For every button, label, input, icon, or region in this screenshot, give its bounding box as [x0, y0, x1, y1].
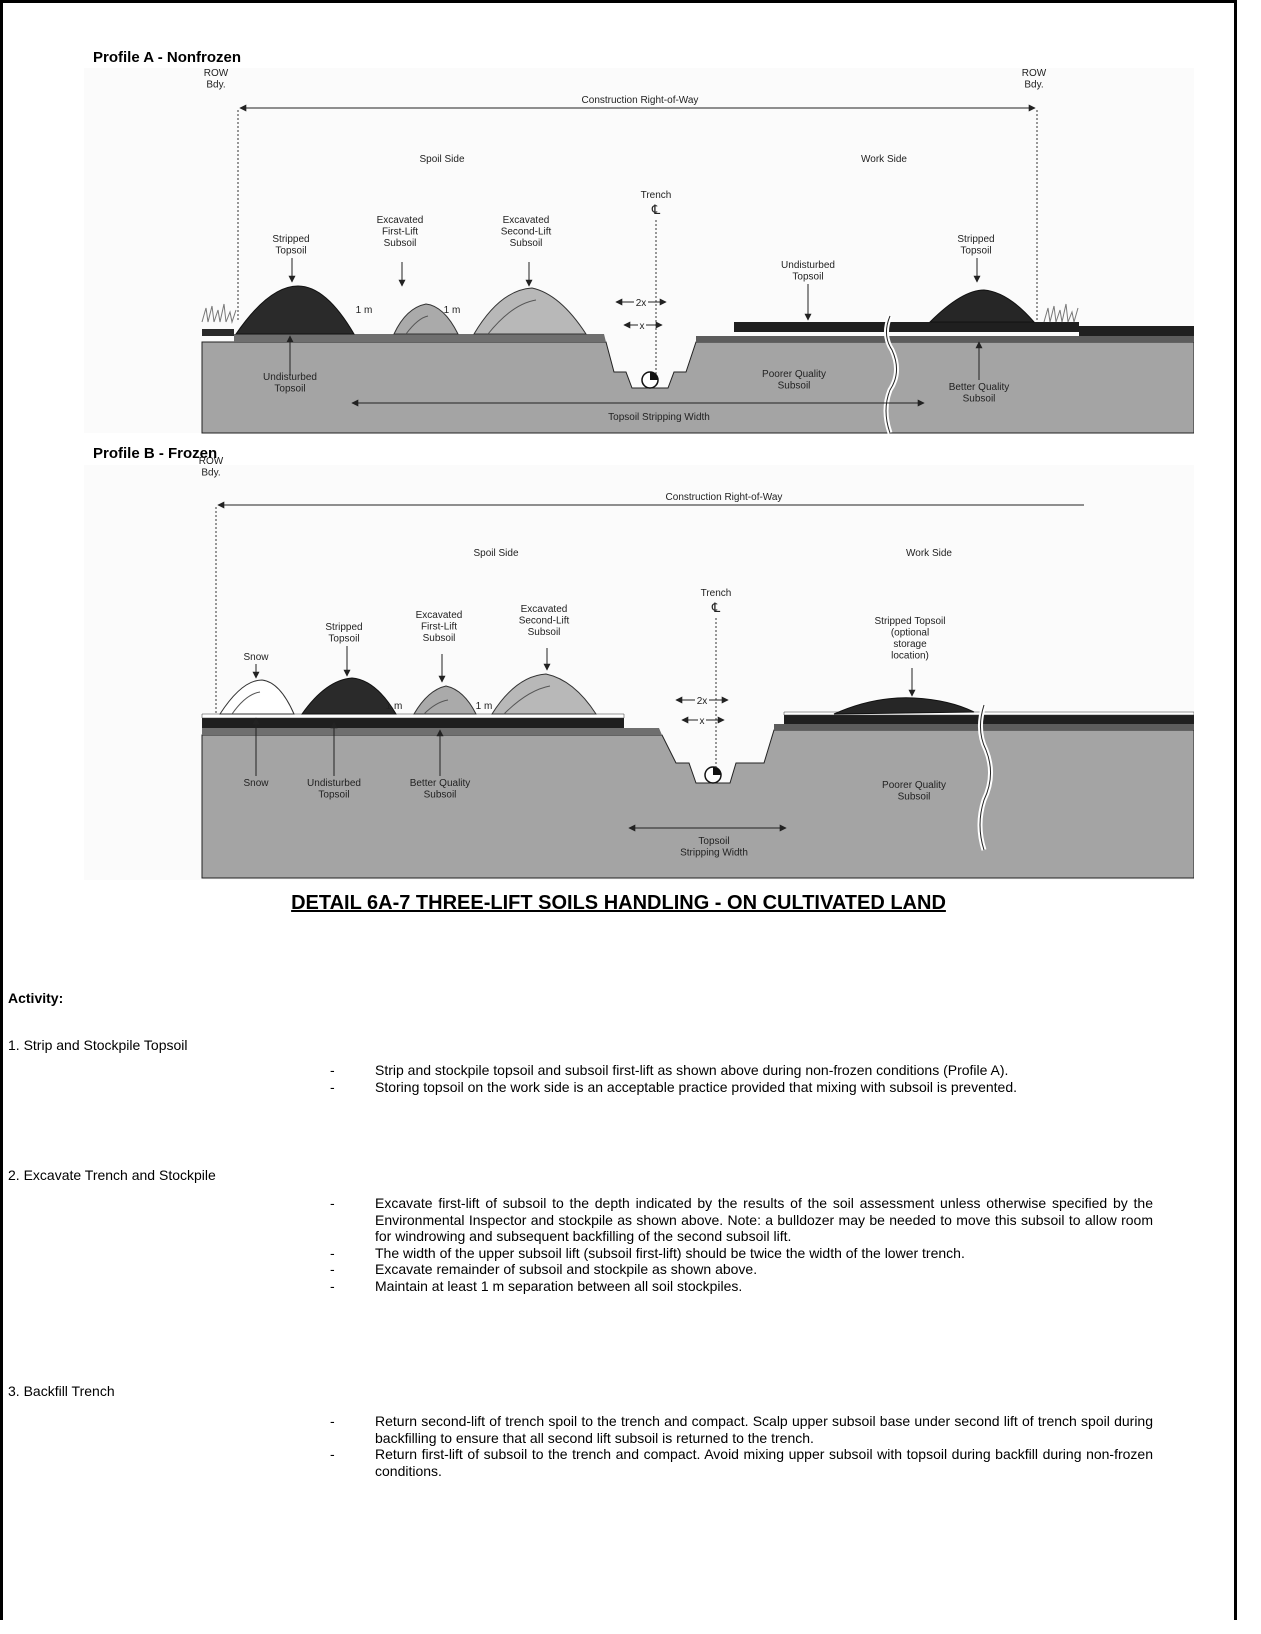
topsoil-strip-left — [234, 334, 606, 342]
step-3-title: 3. Backfill Trench — [8, 1383, 115, 1399]
spoil-side-label: Spoil Side — [419, 154, 464, 165]
snow-layer-b — [201, 713, 625, 719]
profile-b-title: Profile B - Frozen — [93, 445, 217, 462]
step-2-bullets: -Excavate first-lift of subsoil to the d… — [330, 1195, 1153, 1294]
spoil-side-label-b: Spoil Side — [473, 548, 518, 559]
topsoil-strip-right — [696, 336, 1194, 342]
step-3-bullet-2: -Return first-lift of subsoil to the tre… — [330, 1446, 1153, 1479]
stripped-topsoil-pile-b — [301, 677, 397, 715]
subsoil-ground — [201, 341, 1194, 434]
second-lift-subsoil-pile — [473, 287, 587, 335]
step-1-title: 1. Strip and Stockpile Topsoil — [8, 1037, 188, 1053]
step-2-bullet-4: -Maintain at least 1 m separation betwee… — [330, 1277, 743, 1294]
first-lift-subsoil-pile-b — [413, 685, 477, 715]
trench-label-b: Trench — [701, 588, 732, 599]
step-1-bullet-2: -Storing topsoil on the work side is an … — [330, 1078, 1018, 1095]
undisturbed-topsoil-left — [202, 329, 234, 336]
construction-row-label-b: Construction Right-of-Way — [666, 492, 783, 503]
width-x-label-b: x — [700, 716, 705, 727]
step-3-bullet-1: -Return second-lift of trench spoil to t… — [330, 1413, 1153, 1446]
construction-row-label: Construction Right-of-Way — [582, 95, 699, 106]
first-lift-subsoil-pile — [393, 303, 459, 335]
snow-label-bottom: Snow — [243, 778, 269, 789]
undisturbed-topsoil-work-side — [734, 322, 1079, 332]
figure-caption: DETAIL 6A-7 THREE-LIFT SOILS HANDLING - … — [291, 892, 946, 914]
grass-left — [201, 303, 237, 324]
work-side-label: Work Side — [861, 154, 907, 165]
activity-heading: Activity: — [8, 990, 64, 1006]
snow-topsoil-layer-b — [202, 718, 624, 728]
snow-label-top: Snow — [243, 652, 269, 663]
spacing-label-2: 1 m — [444, 305, 461, 316]
spacing-label-b2: 1 m — [476, 701, 493, 712]
second-lift-subsoil-pile-b — [491, 673, 597, 715]
profile-a-title: Profile A - Nonfrozen — [93, 50, 241, 66]
step-1-bullet-1: -Strip and stockpile topsoil and subsoil… — [330, 1062, 1009, 1078]
stripping-width-label: Topsoil Stripping Width — [608, 412, 710, 423]
step-2-title: 2. Excavate Trench and Stockpile — [8, 1167, 216, 1183]
step-2-bullet-2: -The width of the upper subsoil lift (su… — [330, 1244, 965, 1261]
subsoil-ground-b — [201, 729, 1194, 879]
undisturbed-topsoil-work-b — [784, 715, 1194, 724]
work-side-label-b: Work Side — [906, 548, 952, 559]
trench-label: Trench — [641, 190, 672, 201]
width-x-label: x — [640, 321, 645, 332]
width-2x-label-b: 2x — [697, 696, 708, 707]
step-2-bullet-1: -Excavate first-lift of subsoil to the d… — [330, 1195, 1153, 1244]
stripped-topsoil-pile-spoil — [235, 285, 355, 335]
width-2x-label: 2x — [636, 298, 647, 309]
grass-right — [1043, 303, 1079, 323]
trench-centerline-symbol-b: ℄ — [711, 600, 721, 615]
step-3-bullets: -Return second-lift of trench spoil to t… — [330, 1413, 1153, 1479]
page-frame — [0, 0, 1237, 1620]
spacing-label-b1: 1 m — [386, 701, 403, 712]
undisturbed-topsoil-right — [1079, 326, 1194, 336]
step-1-bullets: -Strip and stockpile topsoil and subsoil… — [330, 1062, 1153, 1095]
step-2-bullet-3: -Excavate remainder of subsoil and stock… — [330, 1261, 758, 1277]
stripped-topsoil-optional-pile — [833, 697, 975, 715]
trench-centerline-symbol: ℄ — [651, 202, 661, 217]
stripped-topsoil-pile-work — [928, 289, 1036, 323]
spacing-label-1: 1 m — [356, 305, 373, 316]
